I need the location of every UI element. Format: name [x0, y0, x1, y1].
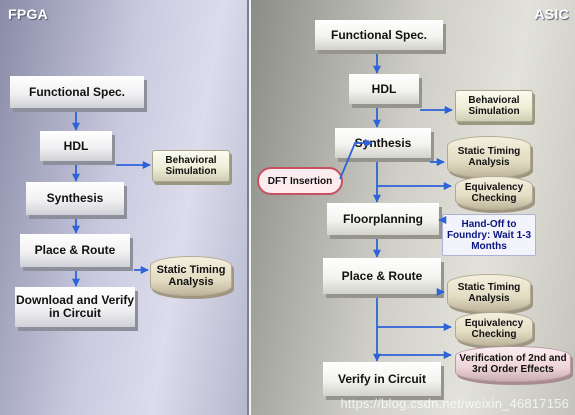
asic-title: ASIC	[534, 6, 569, 22]
fpga-synthesis: Synthesis	[26, 182, 124, 215]
verification-2nd-3rd-order-effects: Verification of 2nd and 3rd Order Effect…	[455, 346, 571, 382]
asic-verify-in-circuit: Verify in Circuit	[323, 362, 441, 396]
asic-hdl: HDL	[349, 74, 419, 104]
handoff-to-foundry: Hand-Off to Foundry: Wait 1-3 Months	[442, 214, 536, 256]
asic-arrow-dft-synth	[339, 138, 373, 180]
asic-equivalency-checking-1: Equivalency Checking	[455, 176, 533, 210]
fpga-hdl: HDL	[40, 131, 112, 161]
fpga-functional-spec: Functional Spec.	[10, 76, 144, 108]
fpga-behavioral-simulation: Behavioral Simulation	[152, 150, 230, 182]
fpga-download-verify: Download and Verify in Circuit	[15, 287, 135, 327]
asic-place-route: Place & Route	[323, 258, 441, 294]
asic-functional-spec: Functional Spec.	[315, 20, 443, 50]
asic-panel: ASIC Functional Spec. HDL Synthesis Floo…	[249, 0, 575, 415]
fpga-panel: FPGA Functional Spec. HDL Synthesis Plac…	[0, 0, 249, 415]
watermark: https://blog.csdn.net/weixin_46817156	[340, 396, 569, 411]
dft-insertion: DFT Insertion	[257, 167, 343, 195]
fpga-static-timing-analysis: Static Timing Analysis	[150, 256, 232, 296]
asic-static-timing-analysis-1: Static Timing Analysis	[447, 136, 531, 178]
fpga-place-route: Place & Route	[20, 234, 130, 267]
asic-floorplanning: Floorplanning	[327, 203, 439, 235]
fpga-title: FPGA	[8, 6, 49, 22]
asic-behavioral-simulation: Behavioral Simulation	[455, 90, 533, 122]
